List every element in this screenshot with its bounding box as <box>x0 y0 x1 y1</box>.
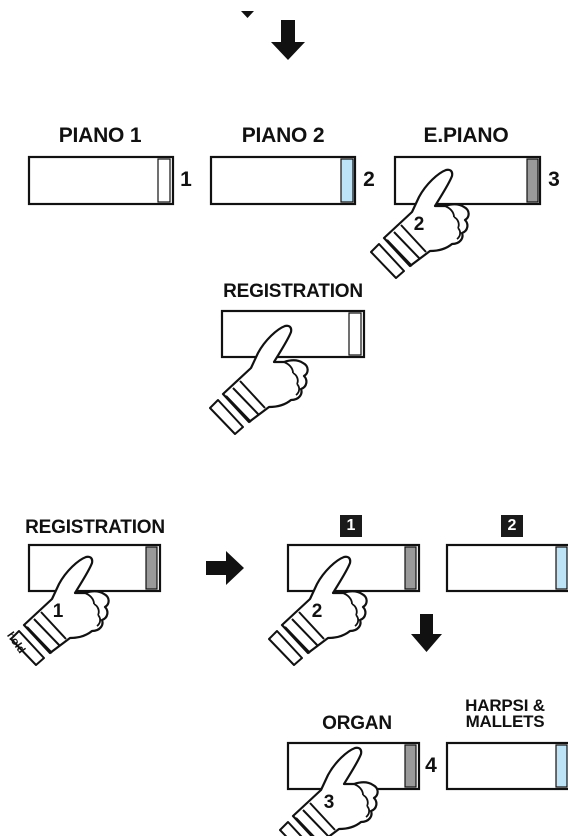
tone-button-harpsi <box>445 741 568 791</box>
tone-button-piano1 <box>27 155 175 206</box>
press-number-registration: 1 <box>52 601 64 622</box>
press-number-epiano: 2 <box>413 214 425 235</box>
memory-button-2 <box>445 543 568 593</box>
label-registration-2: REGISTRATION <box>25 517 165 538</box>
number-4: 4 <box>425 754 437 777</box>
press-number-organ: 3 <box>323 792 335 813</box>
memory-badge-2: 2 <box>501 515 523 537</box>
registration-button-2 <box>27 543 162 593</box>
registration-button-1 <box>220 309 366 359</box>
label-epiano: E.PIANO <box>423 124 509 147</box>
number-2: 2 <box>363 168 375 191</box>
label-harpsi-line2: MALLETS <box>465 712 545 731</box>
label-registration-1: REGISTRATION <box>223 281 363 302</box>
arrow-tip-remnant <box>241 11 254 18</box>
tone-button-epiano <box>393 155 542 206</box>
label-harpsi-line1: HARPSI & <box>465 696 545 715</box>
label-piano2: PIANO 2 <box>241 124 325 147</box>
label-organ: ORGAN <box>322 713 392 734</box>
down-arrow-2 <box>411 614 442 652</box>
right-arrow <box>206 551 244 585</box>
press-number-memory: 2 <box>311 601 323 622</box>
label-piano1: PIANO 1 <box>58 124 142 147</box>
memory-button-1 <box>286 543 421 593</box>
tone-button-piano2 <box>209 155 357 206</box>
memory-badge-1: 1 <box>340 515 362 537</box>
down-arrow-1 <box>271 20 305 60</box>
number-3: 3 <box>548 168 560 191</box>
number-1: 1 <box>180 168 192 191</box>
